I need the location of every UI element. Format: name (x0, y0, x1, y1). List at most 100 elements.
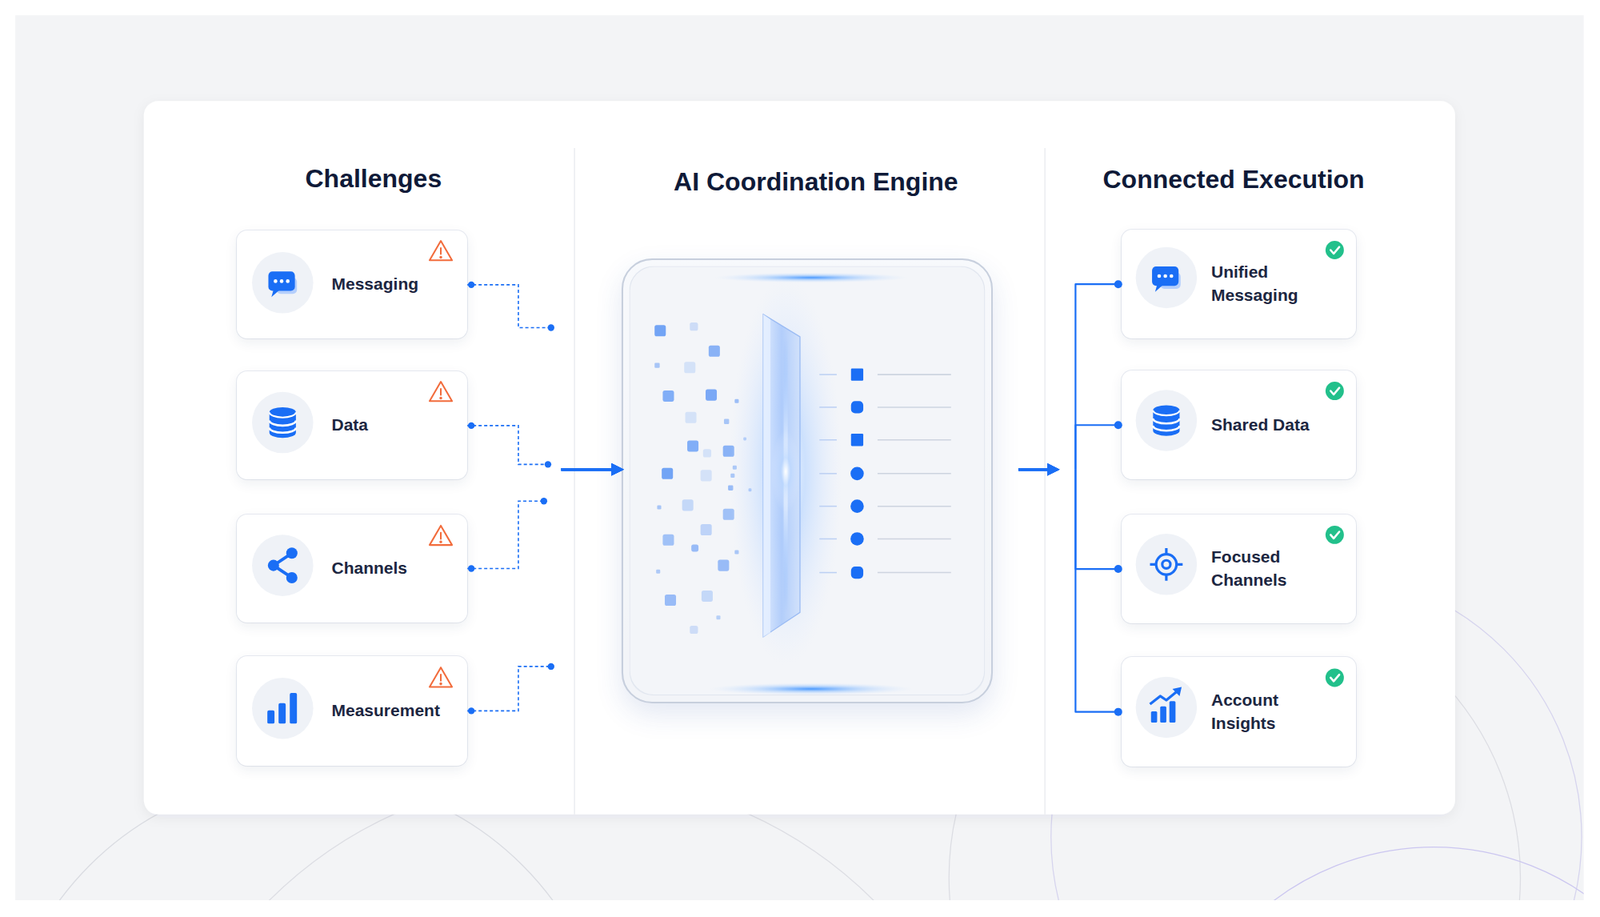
check-icon (1325, 381, 1344, 400)
chat-icon (1169, 274, 1174, 279)
chat-icon (1152, 266, 1179, 286)
flow-connector (992, 280, 1123, 470)
data-particles (716, 615, 720, 620)
output-rows (877, 505, 952, 508)
flow-connector (467, 469, 622, 715)
execution-box: Account Insights (1121, 656, 1356, 766)
check-icon (1330, 674, 1340, 681)
warning-icon (440, 541, 442, 544)
warning-icon (429, 525, 452, 545)
data-particles (685, 412, 697, 424)
data-particles (689, 625, 698, 634)
data-particles (700, 469, 712, 481)
data-particles (684, 361, 696, 373)
check-icon (1330, 532, 1340, 539)
chat-icon (1155, 284, 1164, 292)
flow-connector (467, 281, 622, 470)
chat-icon (1160, 272, 1181, 289)
engine-illustration (629, 266, 985, 696)
database-icon (269, 407, 296, 418)
warning-icon (429, 667, 452, 687)
output-rows (877, 374, 952, 572)
database-icon (1152, 410, 1180, 416)
data-particles (656, 504, 661, 509)
chat-icon (1163, 274, 1168, 279)
engine-illustration (763, 314, 800, 637)
database-icon (1152, 418, 1180, 424)
output-rows (819, 368, 952, 579)
output-rows (819, 374, 837, 572)
database-icon (269, 407, 296, 438)
check-icon (1325, 668, 1344, 687)
data-particles (708, 345, 720, 357)
output-rows (877, 406, 952, 408)
check-icon (1325, 240, 1344, 687)
chat-icon (285, 279, 290, 284)
link-dot (1114, 420, 1123, 429)
output-rows (850, 368, 864, 579)
engine-illustration (621, 258, 993, 704)
challenge-box: Data (236, 371, 468, 480)
output-rows (877, 572, 952, 574)
data-particles (687, 440, 699, 452)
challenge-box: Channels (236, 514, 468, 623)
link-dot (468, 707, 475, 714)
chat-icon (268, 271, 297, 297)
output-rows (819, 439, 837, 441)
dashed-link (467, 666, 552, 711)
execution-box: Focused Channels (1121, 514, 1356, 624)
output-rows (819, 472, 837, 475)
warning-icon (440, 388, 442, 396)
warning-icon (429, 381, 452, 401)
link-dot (1114, 708, 1123, 716)
check-icon (1325, 525, 1344, 544)
warning-icon (440, 248, 442, 255)
bar-chart-icon (267, 710, 275, 724)
check-icon (1325, 240, 1344, 260)
page-area (15, 15, 1584, 900)
flow-arrow (561, 468, 622, 472)
chat-icon (268, 271, 295, 291)
icon-backdrop (252, 534, 314, 596)
warning-icon (429, 667, 452, 687)
data-particles (701, 590, 713, 602)
column-divider (573, 148, 575, 815)
database-icon (1152, 410, 1180, 436)
link-dot (548, 324, 555, 331)
warning-icon (440, 674, 442, 681)
output-rows (819, 538, 837, 540)
node-label: Focused Channels (1211, 545, 1332, 592)
data-particles (682, 499, 694, 511)
check-icon (1330, 388, 1340, 395)
target-icon (1149, 548, 1183, 581)
warning-icon (429, 381, 452, 401)
share-icon (268, 547, 298, 584)
data-particles (662, 534, 674, 546)
node-label: Unified Messaging (1211, 260, 1332, 308)
link-dot (548, 663, 555, 670)
target-icon (1162, 560, 1171, 568)
output-rows (850, 532, 864, 546)
dashed-link (467, 284, 552, 328)
icon-backdrop (252, 392, 314, 454)
bar-chart-icon (267, 692, 297, 724)
data-particles (700, 524, 712, 536)
execution-box: Unified Messaging (1121, 229, 1356, 339)
connector-layer (467, 280, 1123, 716)
chat-icon (1157, 274, 1162, 279)
target-icon (1156, 554, 1177, 576)
database-icon (1152, 425, 1180, 431)
chat-icon (280, 279, 284, 284)
link-dot (468, 281, 475, 288)
output-rows (877, 472, 952, 475)
warning-icon (440, 397, 442, 400)
output-rows (877, 439, 952, 441)
bar-chart-icon (289, 692, 297, 724)
column-heading: Connected Execution (993, 164, 1474, 195)
check-icon (1325, 668, 1344, 687)
insight-icon (1149, 686, 1182, 723)
node-label: Channels (332, 556, 468, 580)
column-divider (574, 148, 1045, 815)
output-rows (877, 373, 952, 376)
